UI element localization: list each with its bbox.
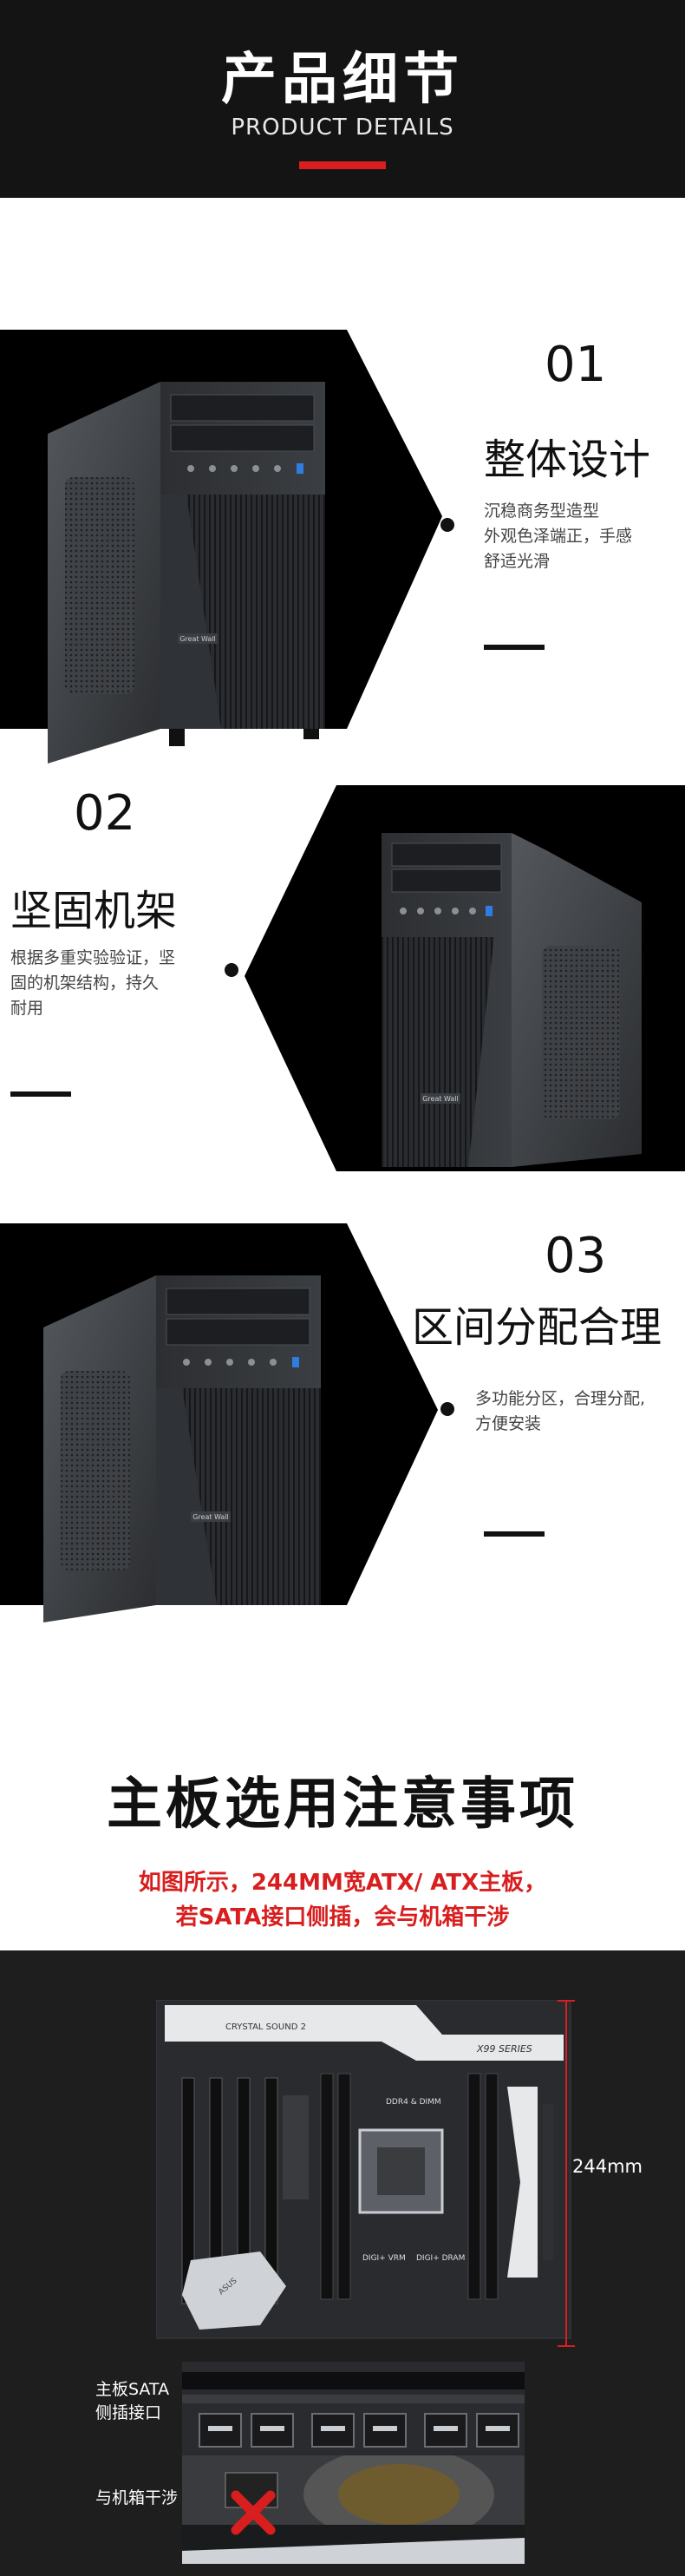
feature-1-title: 整体设计 bbox=[484, 436, 651, 484]
page-title: 产品细节 bbox=[221, 48, 464, 112]
feature-1-desc: 沉稳商务型造型 外观色泽端正，手感 舒适光滑 bbox=[484, 501, 633, 571]
case-logo: Great Wall bbox=[179, 635, 216, 643]
page-subtitle: PRODUCT DETAILS bbox=[231, 115, 454, 141]
motherboard-image: CRYSTAL SOUND 2 X99 SERIES ASUS DDR4 & D… bbox=[156, 2000, 571, 2339]
feature-3-dash bbox=[484, 1531, 545, 1537]
svg-text:CRYSTAL SOUND 2: CRYSTAL SOUND 2 bbox=[225, 2022, 306, 2032]
motherboard-heading: 主板选用注意事项 bbox=[107, 1773, 578, 1837]
svg-text:DIGI+ VRM: DIGI+ VRM bbox=[362, 2254, 406, 2263]
feature-1-dot bbox=[440, 518, 454, 532]
svg-text:DIGI+ DRAM: DIGI+ DRAM bbox=[416, 2254, 465, 2263]
feature-2-case-image: Great Wall bbox=[382, 833, 642, 1167]
dimension-line bbox=[565, 2000, 567, 2347]
feature-2-title: 坚固机架 bbox=[10, 887, 178, 935]
svg-text:X99 SERIES: X99 SERIES bbox=[476, 2043, 532, 2055]
feature-2-dot bbox=[225, 963, 238, 977]
dimension-label: 244mm bbox=[572, 2156, 643, 2177]
svg-text:DDR4 & DIMM: DDR4 & DIMM bbox=[386, 2098, 441, 2107]
feature-3-desc: 多功能分区，合理分配, 方便安装 bbox=[475, 1389, 646, 1433]
feature-2-desc: 根据多重实验验证，坚 固的机架结构，持久 耐用 bbox=[10, 948, 176, 1018]
case-logo: Great Wall bbox=[422, 1095, 459, 1103]
feature-3-number: 03 bbox=[545, 1228, 607, 1284]
feature-2-dash bbox=[10, 1091, 71, 1097]
feature-1-case-image: Great Wall bbox=[48, 382, 325, 764]
sata-closeup-image bbox=[182, 2362, 525, 2464]
feature-3-title: 区间分配合理 bbox=[412, 1303, 662, 1352]
sata-label: 主板SATA 侧插接口 bbox=[95, 2380, 170, 2422]
feature-3-case-image: Great Wall bbox=[43, 1275, 321, 1622]
feature-3-dot bbox=[440, 1402, 454, 1416]
case-logo: Great Wall bbox=[192, 1513, 229, 1521]
interference-closeup-image bbox=[182, 2455, 525, 2564]
motherboard-note: 如图所示，244MM宽ATX/ ATX主板， 若SATA接口侧插，会与机箱干涉 bbox=[138, 1870, 547, 1930]
title-accent-bar bbox=[299, 161, 386, 169]
interference-label: 与机箱干涉 bbox=[95, 2488, 179, 2507]
dimension-cap-top bbox=[558, 2000, 575, 2002]
dimension-cap-bottom bbox=[558, 2345, 575, 2347]
interference-x-icon bbox=[231, 2490, 276, 2535]
feature-1-number: 01 bbox=[545, 337, 607, 393]
feature-1-dash bbox=[484, 645, 545, 650]
feature-2-number: 02 bbox=[74, 785, 136, 842]
